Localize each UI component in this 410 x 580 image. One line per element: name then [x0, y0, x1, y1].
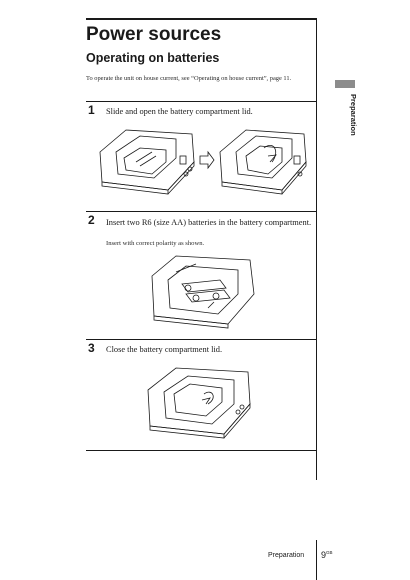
step-2-illustration [151, 255, 255, 329]
battery-1 [181, 279, 227, 293]
right-margin-rule [316, 18, 317, 480]
step-2-number: 2 [88, 213, 95, 227]
page-number-value: 9 [321, 550, 327, 560]
page-title: Power sources [86, 24, 222, 45]
section-tab-label: Preparation [349, 94, 358, 136]
intro-text: To operate the unit on house current, se… [86, 75, 292, 82]
step-2-text: Insert two R6 (size AA) batteries in the… [106, 218, 312, 227]
step-2-note: Insert with correct polarity as shown. [106, 240, 205, 247]
step-1-illustration [99, 129, 307, 195]
top-rule [86, 18, 316, 20]
battery-2 [185, 289, 231, 303]
bottom-rule [86, 450, 316, 451]
step-1-rule [86, 101, 316, 102]
footer-section-label: Preparation [268, 552, 305, 559]
step-3-number: 3 [88, 341, 95, 355]
step-3-text: Close the battery compartment lid. [106, 345, 223, 354]
footer-rule [316, 540, 317, 580]
step-3-rule [86, 339, 316, 340]
step-1-text: Slide and open the battery compartment l… [106, 107, 253, 116]
section-tab-bar [335, 80, 355, 88]
page-number-suffix: GB [326, 550, 333, 555]
page-number: 9GB [321, 550, 333, 560]
step-2-rule [86, 211, 316, 212]
step-3-illustration [147, 367, 251, 439]
arrow-icon [199, 150, 215, 170]
step-1-number: 1 [88, 103, 95, 117]
section-heading: Operating on batteries [86, 51, 220, 65]
